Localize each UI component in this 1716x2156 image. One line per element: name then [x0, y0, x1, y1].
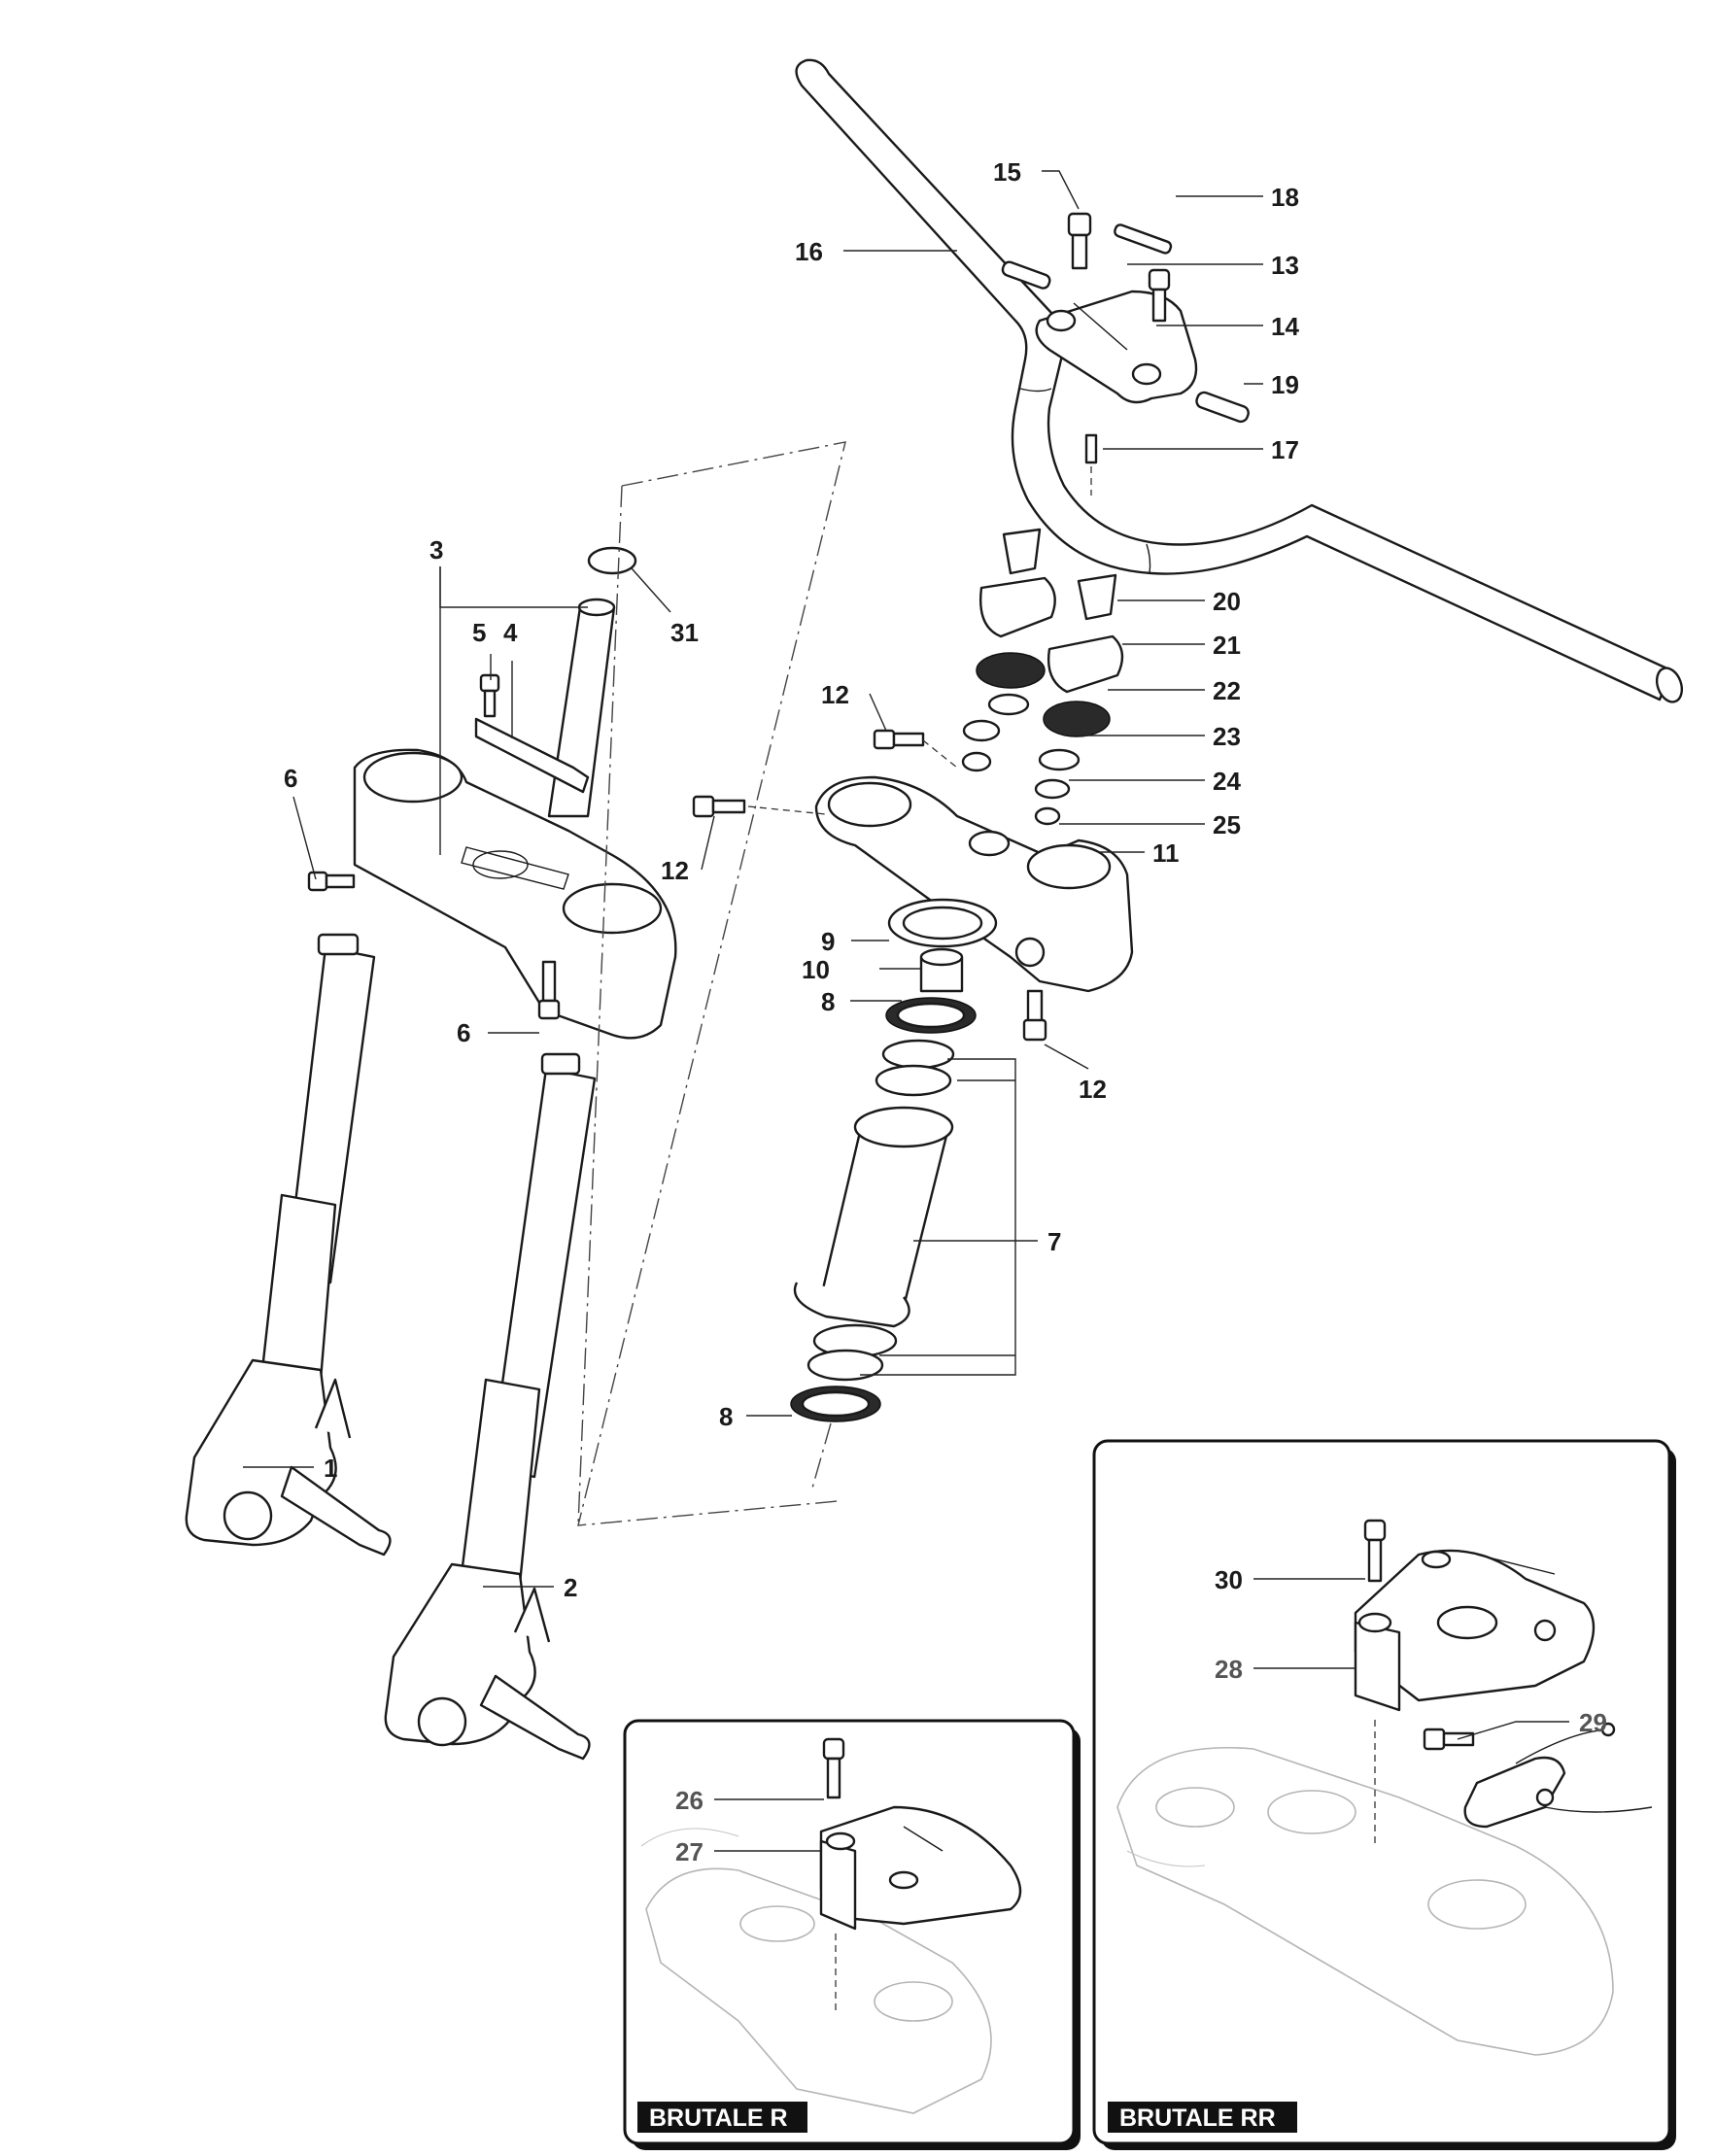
inset-brutale-r [623, 1719, 1081, 2150]
callout-labels: 1 2 3 4 5 6 6 7 8 8 9 10 11 12 12 12 13 … [284, 157, 1607, 1866]
bolt-12-top [873, 729, 925, 750]
callout-22: 22 [1213, 676, 1241, 705]
pin-19 [1195, 391, 1250, 424]
callout-29: 29 [1579, 1708, 1607, 1737]
handlebar-clamp [1035, 290, 1198, 404]
callout-18: 18 [1271, 183, 1299, 212]
bolt-13 [1148, 268, 1171, 323]
nut-9 [887, 898, 998, 948]
riser-stack-left [961, 528, 1056, 772]
inset-tag-r-bg [637, 2102, 807, 2133]
callout-2: 2 [564, 1573, 577, 1602]
bolt-6-bottom [537, 960, 561, 1020]
inset-tag-brutale-rr: BRUTALE RR [1119, 2105, 1276, 2132]
callout-12-bottom: 12 [1079, 1075, 1107, 1104]
callout-1: 1 [324, 1454, 337, 1483]
seal-8-top [885, 997, 977, 1034]
bearing-top [875, 1039, 955, 1097]
axis-stem-bottom [810, 1422, 832, 1492]
inset-brutale-rr [1092, 1439, 1676, 2150]
pin-18 [1114, 223, 1173, 255]
callout-31: 31 [670, 618, 699, 647]
callout-8-top: 8 [821, 987, 835, 1016]
leader-lines [243, 170, 1569, 1852]
callout-4: 4 [503, 618, 518, 647]
bolt-15 [1067, 212, 1092, 270]
callout-20: 20 [1213, 587, 1241, 616]
riser-stack-right [1034, 573, 1124, 826]
bearing-bottom [807, 1323, 898, 1382]
callout-8-bottom: 8 [719, 1402, 733, 1431]
ring-31 [587, 546, 637, 575]
callout-30: 30 [1215, 1565, 1243, 1594]
callout-17: 17 [1271, 435, 1299, 464]
top-triple-clamp [814, 775, 1134, 993]
steering-stem-7 [793, 1106, 954, 1328]
spring-pin-17 [1084, 433, 1098, 464]
callout-16: 16 [795, 237, 823, 266]
fork-leg-1 [185, 933, 392, 1557]
callout-9: 9 [821, 927, 835, 956]
callout-13: 13 [1271, 251, 1299, 280]
seal-8-bottom [790, 1386, 881, 1422]
bolt-12-mid [692, 795, 746, 818]
callout-25: 25 [1213, 810, 1241, 839]
bottom-triple-clamp [353, 748, 677, 1040]
callout-10: 10 [802, 955, 830, 984]
handlebar [795, 58, 1684, 703]
callout-6-bottom: 6 [457, 1018, 470, 1047]
axis-12-top [922, 739, 958, 769]
assembly-guide-left [577, 485, 623, 1526]
callout-23: 23 [1213, 722, 1241, 751]
inset-tag-brutale-r: BRUTALE R [649, 2105, 788, 2132]
callout-11: 11 [1152, 838, 1180, 868]
inset-tag-rr-bg [1108, 2102, 1297, 2133]
callout-3: 3 [429, 535, 443, 565]
axis-12-mid [747, 805, 827, 815]
bracket-4 [474, 717, 590, 794]
assembly-guide [577, 441, 846, 1526]
fork-leg-2 [384, 1052, 597, 1761]
callout-15: 15 [993, 157, 1021, 187]
callout-27: 27 [675, 1837, 704, 1866]
callout-14: 14 [1271, 312, 1299, 341]
callout-5: 5 [472, 618, 486, 647]
callout-28: 28 [1215, 1655, 1243, 1684]
bolt-12-bottom [1022, 989, 1047, 1042]
callout-24: 24 [1213, 767, 1241, 796]
washer-10 [919, 947, 964, 993]
callout-26: 26 [675, 1786, 704, 1815]
callout-7: 7 [1047, 1227, 1061, 1256]
bolt-5 [479, 673, 500, 718]
callout-21: 21 [1213, 631, 1241, 660]
callout-6-left: 6 [284, 764, 297, 793]
bolt-6-left [307, 871, 356, 892]
callout-12-top: 12 [821, 680, 849, 709]
callout-12-mid: 12 [661, 856, 689, 885]
pin-16a [1001, 260, 1051, 290]
callout-19: 19 [1271, 370, 1299, 399]
